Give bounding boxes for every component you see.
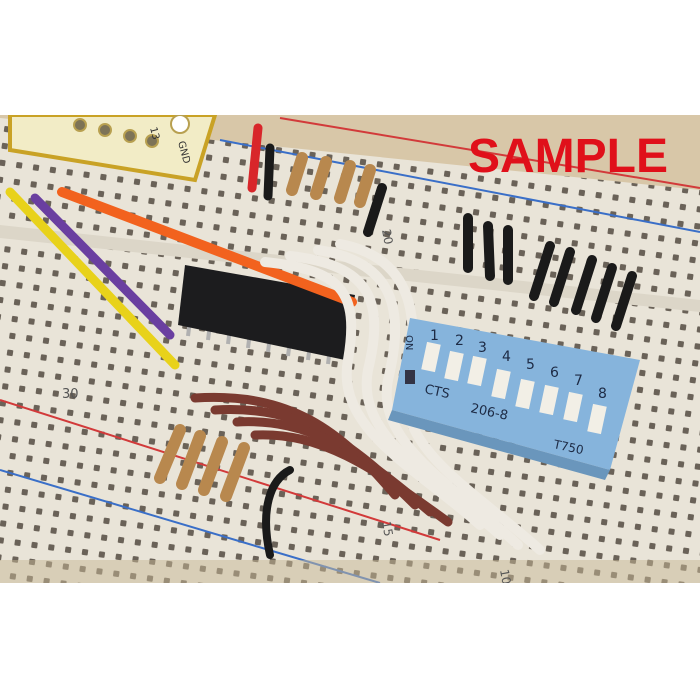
dip-maker-label: CTS [423,382,451,402]
row-number: 20 [379,228,395,245]
black-jumpers [463,213,637,331]
brown-wires [190,392,453,527]
switch-number: 3 [478,340,487,356]
yellow-wire [5,187,180,370]
row-number: 15 [379,520,395,537]
switch-number: 6 [550,365,559,381]
center-channel [0,225,700,312]
positive-rail-line [0,399,441,541]
row-number: 30 [62,387,79,402]
dip-switch-marker [405,370,415,384]
pcb-header-board [8,115,218,183]
row-number: 10 [497,568,513,585]
switch-number: 1 [430,328,439,344]
resistors-top [286,152,376,208]
black-wire [263,143,275,201]
positive-rail-line [279,117,700,189]
dip-switch: 1 2 3 4 5 6 7 8 ON CTS 206-8 T750 [388,318,640,480]
black-wire [363,183,387,237]
orange-wire [57,187,357,307]
red-wire [247,123,263,193]
switch-number: 2 [455,333,464,349]
dip-switch-toggles[interactable] [421,341,607,435]
pcb-pads [73,115,190,148]
pcb-pin-label: 13 [147,126,161,141]
black-wire [262,466,294,559]
purple-wire [30,193,175,340]
dip-on-label: ON [403,335,414,350]
resistors-bottom [154,424,250,502]
dip-date-code: T750 [551,437,584,457]
switch-number: 5 [526,357,535,373]
sample-watermark: SAMPLE [468,130,668,183]
switch-number: 7 [574,373,583,389]
switch-number: 4 [502,349,511,365]
switch-number: 8 [598,386,607,402]
